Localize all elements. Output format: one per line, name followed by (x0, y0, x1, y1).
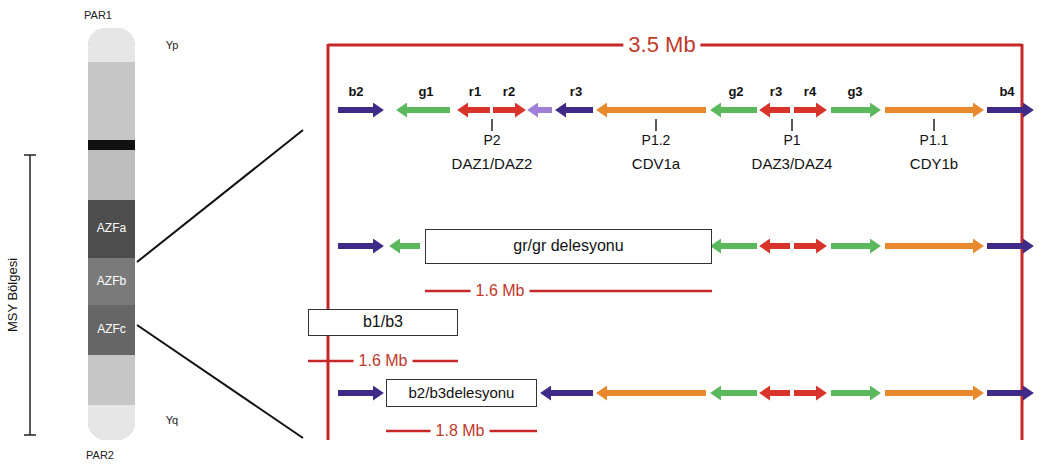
amplicon-arrow (720, 243, 757, 249)
zoom-line (137, 325, 303, 438)
chromosome-band (88, 150, 135, 200)
locus-tick (791, 119, 793, 131)
amplicon-arrow (987, 107, 1024, 113)
size-label: 1.6 Mb (471, 282, 530, 300)
locus-label: P1 (783, 133, 800, 148)
frame-line (1021, 44, 1024, 440)
size-label: 1.8 Mb (431, 422, 490, 440)
deletion-box: b1/b3 (308, 309, 458, 336)
amplicon-arrow (885, 243, 974, 249)
bracket-label: MSY Bölgesi (6, 258, 20, 332)
chromosome-body (88, 28, 135, 440)
amplicon-arrow (794, 107, 817, 113)
node-text: AZFb (97, 275, 126, 289)
amplicon-label: r4 (804, 85, 816, 99)
arm-label: Yq (166, 414, 178, 426)
region-label: PAR1 (84, 9, 112, 21)
amplicon-arrow (769, 107, 790, 113)
amplicon-arrow (338, 243, 374, 249)
amplicon-label: g1 (418, 85, 433, 99)
frame-line (327, 44, 330, 440)
amplicon-label: g2 (728, 85, 743, 99)
centromere-band (88, 140, 135, 150)
amplicon-label: r3 (570, 85, 582, 99)
size-label: 1.6 Mb (354, 352, 413, 370)
amplicon-arrow (885, 390, 974, 396)
amplicon-label: r2 (503, 85, 515, 99)
locus-label: P1.2 (642, 133, 671, 148)
amplicon-arrow (606, 107, 706, 113)
deletion-box: b2/b3delesyonu (386, 379, 537, 407)
node-text: b2/b3delesyonu (409, 384, 515, 401)
amplicon-label: b2 (348, 85, 363, 99)
amplicon-label: r3 (770, 85, 782, 99)
node-text: b1/b3 (363, 313, 403, 331)
gene-label: DAZ1/DAZ2 (452, 156, 533, 173)
amplicon-arrow (987, 390, 1024, 396)
locus-tick (655, 119, 657, 131)
locus-tick (933, 119, 935, 131)
amplicon-arrow (831, 107, 871, 113)
gene-label: CDY1b (910, 156, 958, 173)
par-band (88, 405, 135, 440)
amplicon-arrow (831, 243, 871, 249)
amplicon-row (338, 110, 1024, 131)
node-text: AZFc (97, 323, 126, 337)
amplicon-arrow (831, 390, 871, 396)
size-label: 3.5 Mb (623, 33, 700, 57)
size-line (425, 290, 712, 293)
amplicon-arrow (399, 243, 420, 249)
bracket-tick (24, 434, 36, 436)
azf-region: AZFa (88, 200, 135, 258)
amplicon-arrow (493, 107, 516, 113)
node-text: gr/gr delesyonu (513, 237, 623, 255)
arm-label: Yp (166, 39, 179, 51)
locus-label: P1.1 (920, 133, 949, 148)
locus-tick (491, 119, 493, 131)
node-text: AZFa (97, 222, 126, 236)
amplicon-arrow (885, 107, 974, 113)
amplicon-arrow (794, 243, 817, 249)
locus-label: P2 (483, 133, 500, 148)
amplicon-arrow (794, 390, 817, 396)
amplicon-arrow (338, 390, 374, 396)
amplicon-label: b4 (999, 85, 1014, 99)
chromosome (88, 28, 135, 440)
gene-label: DAZ3/DAZ4 (752, 156, 833, 173)
azf-region: AZFb (88, 258, 135, 305)
amplicon-arrow (406, 107, 450, 113)
amplicon-arrow (769, 243, 790, 249)
amplicon-arrow (550, 390, 593, 396)
amplicon-arrow (338, 107, 374, 113)
azf-region: AZFc (88, 305, 135, 355)
gene-label: CDV1a (632, 156, 680, 173)
bracket-line (29, 155, 31, 435)
zoom-line (137, 130, 303, 262)
amplicon-arrow (987, 243, 1024, 249)
bracket-tick (24, 154, 36, 156)
amplicon-arrow (720, 390, 757, 396)
amplicon-arrow (720, 107, 757, 113)
amplicon-label: r1 (469, 85, 481, 99)
amplicon-arrow (565, 107, 593, 113)
amplicon-label: g3 (847, 85, 862, 99)
region-label: PAR2 (86, 449, 114, 461)
amplicon-arrow (769, 390, 790, 396)
amplicon-arrow (467, 107, 490, 113)
amplicon-arrow (537, 107, 552, 113)
deletion-box: gr/gr delesyonu (425, 229, 712, 264)
amplicon-arrow (606, 390, 706, 396)
par-band (88, 28, 135, 62)
